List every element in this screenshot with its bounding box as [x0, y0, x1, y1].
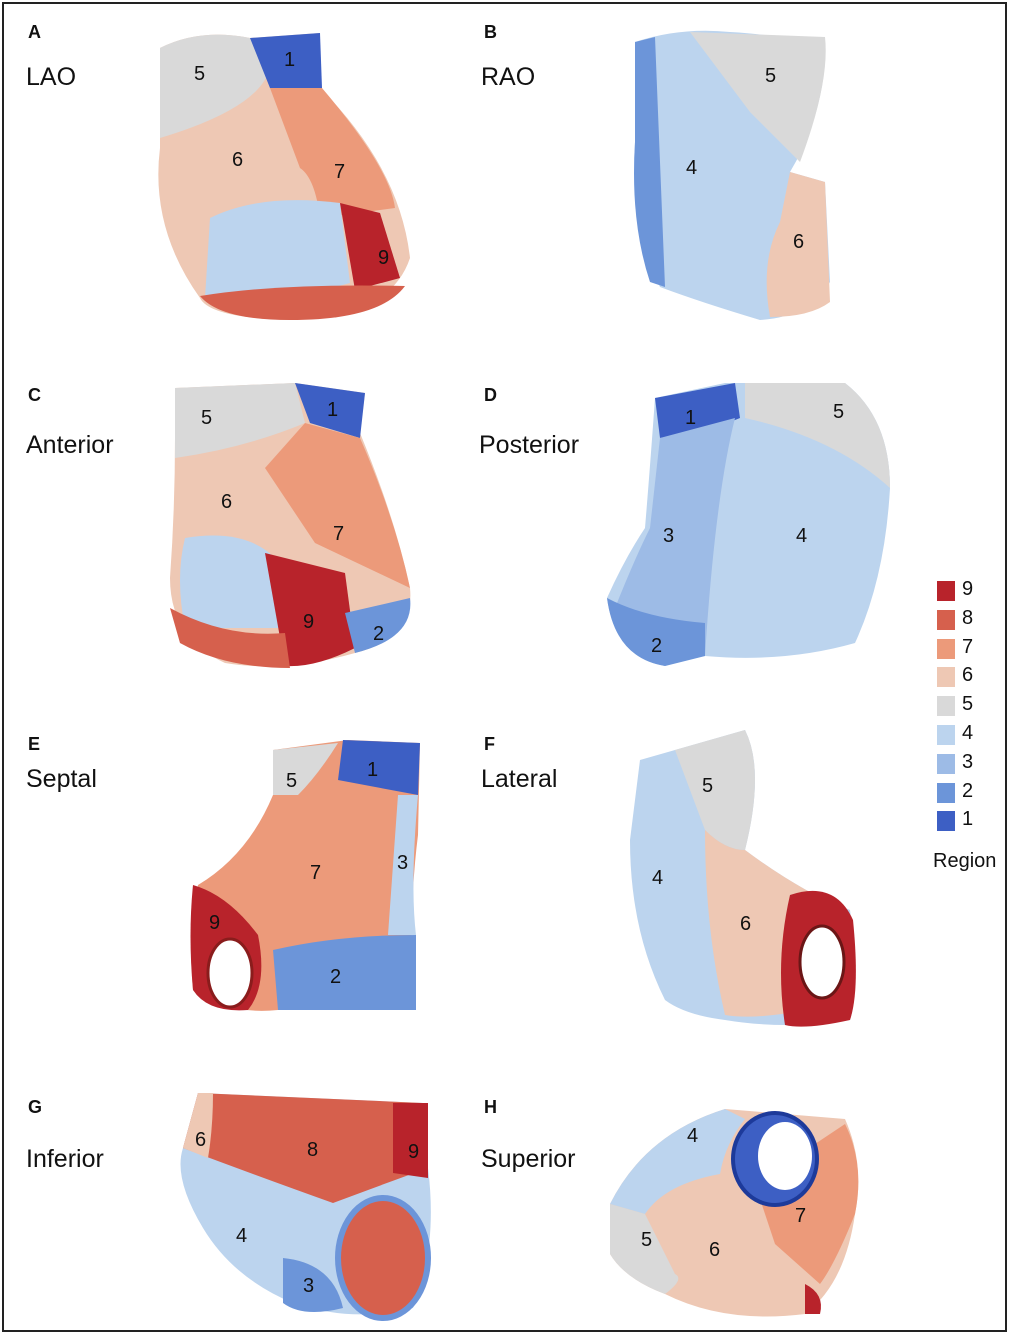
panel-letter: G: [28, 1097, 42, 1118]
region-label: 9: [408, 1141, 419, 1163]
region-label: 4: [687, 1125, 698, 1147]
panel-letter: F: [484, 734, 495, 755]
panel-letter: B: [484, 22, 497, 43]
legend-item: 7: [930, 636, 1010, 665]
region-label: 7: [334, 161, 345, 183]
region-label: 1: [284, 49, 295, 71]
region-label: 3: [303, 1275, 314, 1297]
atrium-model-inferior: 6 8 9 4 3: [173, 1088, 443, 1323]
panel-view-label: Septal: [26, 765, 97, 794]
region-label: 3: [397, 852, 408, 874]
legend-item: 4: [930, 722, 1010, 751]
legend-item: 1: [930, 808, 1010, 837]
panel-view-label: Anterior: [26, 431, 114, 460]
panel-letter: D: [484, 385, 497, 406]
panel-letter: E: [28, 734, 40, 755]
atrium-model-rao: 5 4 6: [620, 22, 840, 322]
legend-title: Region: [933, 850, 996, 873]
legend-item: 5: [930, 693, 1010, 722]
legend-label: 2: [962, 780, 973, 803]
region-label: 6: [232, 149, 243, 171]
legend-swatch: [937, 811, 955, 831]
legend-label: 1: [962, 808, 973, 831]
legend-label: 5: [962, 693, 973, 716]
region-label: 4: [652, 867, 663, 889]
legend-swatch: [937, 639, 955, 659]
region-legend: 9 8 7 6 5 4 3 2 1: [930, 578, 1010, 837]
legend-item: 6: [930, 664, 1010, 693]
region-label: 5: [641, 1229, 652, 1251]
region-label: 3: [663, 525, 674, 547]
legend-item: 9: [930, 578, 1010, 607]
region-label: 4: [796, 525, 807, 547]
region-label: 6: [709, 1239, 720, 1261]
region-label: 2: [651, 635, 662, 657]
panel-letter: H: [484, 1097, 497, 1118]
legend-swatch: [937, 667, 955, 687]
region-label: 9: [209, 912, 220, 934]
atrium-model-lateral: 5 4 6: [625, 730, 865, 1030]
legend-swatch: [937, 783, 955, 803]
panel-view-label: Lateral: [481, 765, 557, 794]
legend-item: 3: [930, 751, 1010, 780]
panel-view-label: Superior: [481, 1145, 576, 1174]
region-label: 9: [303, 611, 314, 633]
region-label: 5: [833, 401, 844, 423]
atrium-model-septal: 5 1 7 3 9 2: [188, 735, 428, 1020]
region-label: 7: [795, 1205, 806, 1227]
region-label: 5: [286, 770, 297, 792]
panel-view-label: Inferior: [26, 1145, 104, 1174]
region-label: 6: [740, 913, 751, 935]
region-label: 8: [307, 1139, 318, 1161]
region-label: 4: [236, 1225, 247, 1247]
region-label: 1: [327, 399, 338, 421]
panel-letter: C: [28, 385, 41, 406]
region-label: 7: [333, 523, 344, 545]
legend-label: 4: [962, 722, 973, 745]
atrium-model-posterior: 1 5 3 4 2: [605, 378, 900, 668]
region-label: 4: [686, 157, 697, 179]
region-label: 2: [373, 623, 384, 645]
legend-item: 2: [930, 780, 1010, 809]
atrium-model-superior: 4 7 5 6: [605, 1104, 865, 1324]
region-label: 1: [367, 759, 378, 781]
legend-swatch: [937, 725, 955, 745]
region-label: 5: [201, 407, 212, 429]
atrium-model-lao: 5 1 6 7 9: [140, 28, 430, 328]
region-label: 9: [378, 247, 389, 269]
region-label: 7: [310, 862, 321, 884]
legend-swatch: [937, 581, 955, 601]
region-label: 5: [765, 65, 776, 87]
legend-swatch: [937, 610, 955, 630]
region-label: 6: [221, 491, 232, 513]
legend-label: 8: [962, 607, 973, 630]
atrium-model-anterior: 5 1 6 7 9 2: [165, 378, 425, 678]
region-label: 5: [702, 775, 713, 797]
legend-label: 6: [962, 664, 973, 687]
legend-label: 3: [962, 751, 973, 774]
legend-swatch: [937, 754, 955, 774]
region-label: 6: [793, 231, 804, 253]
region-label: 5: [194, 63, 205, 85]
legend-swatch: [937, 696, 955, 716]
panel-letter: A: [28, 22, 41, 43]
region-label: 1: [685, 407, 696, 429]
panel-view-label: Posterior: [479, 431, 579, 460]
panel-view-label: RAO: [481, 63, 535, 92]
legend-label: 9: [962, 578, 973, 601]
panel-view-label: LAO: [26, 63, 76, 92]
region-label: 6: [195, 1129, 206, 1151]
legend-label: 7: [962, 636, 973, 659]
region-label: 2: [330, 966, 341, 988]
legend-item: 8: [930, 607, 1010, 636]
